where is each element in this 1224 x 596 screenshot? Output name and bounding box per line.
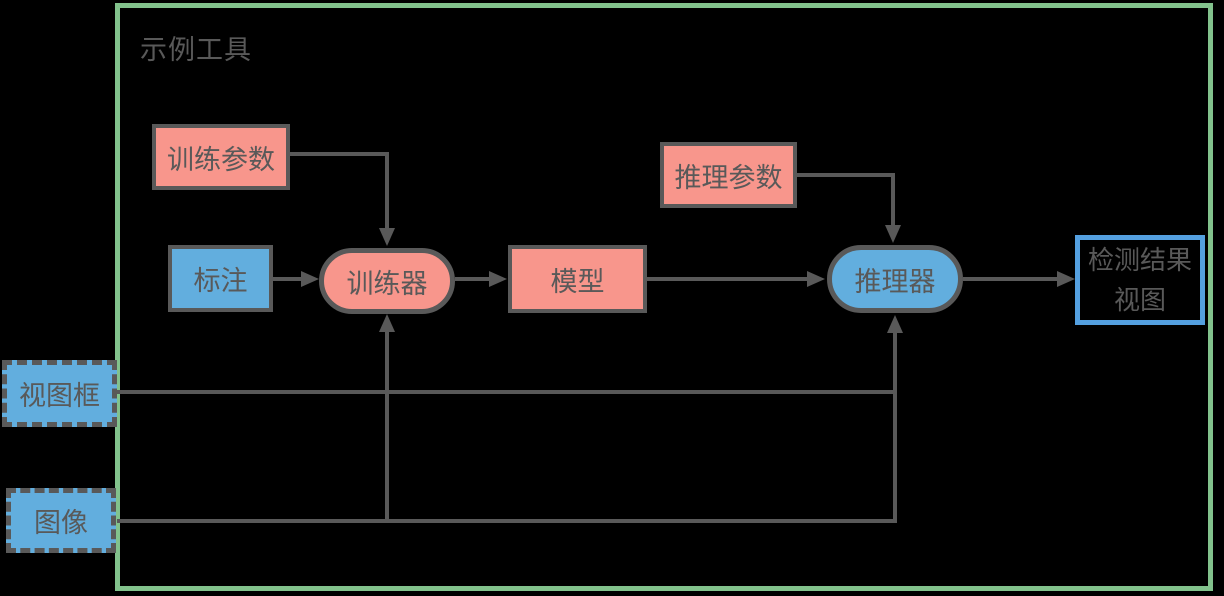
node-trainer: 训练器	[319, 248, 455, 314]
node-inferencer: 推理器	[827, 245, 963, 313]
node-training-params-label: 训练参数	[167, 144, 275, 175]
node-result-view: 检测结果 视图	[1075, 235, 1205, 325]
node-model: 模型	[508, 245, 647, 313]
node-view-frame-label: 视图框	[19, 381, 100, 411]
node-result-view-label-line1: 检测结果	[1087, 245, 1192, 275]
node-annotation-label: 标注	[193, 266, 248, 296]
node-model-label: 模型	[550, 266, 605, 297]
node-annotation: 标注	[168, 245, 273, 312]
node-image-label: 图像	[34, 508, 88, 538]
node-image: 图像	[6, 488, 116, 553]
node-trainer-label: 训练器	[346, 268, 428, 299]
node-training-params: 训练参数	[152, 124, 290, 190]
example-tool-container-frame	[115, 3, 1213, 591]
node-inference-params: 推理参数	[660, 142, 797, 208]
node-result-view-label-line2: 视图	[1113, 285, 1166, 315]
container-title: 示例工具	[140, 35, 252, 65]
node-view-frame: 视图框	[2, 360, 117, 427]
node-inference-params-label: 推理参数	[674, 162, 783, 193]
node-inferencer-label: 推理器	[854, 266, 936, 297]
